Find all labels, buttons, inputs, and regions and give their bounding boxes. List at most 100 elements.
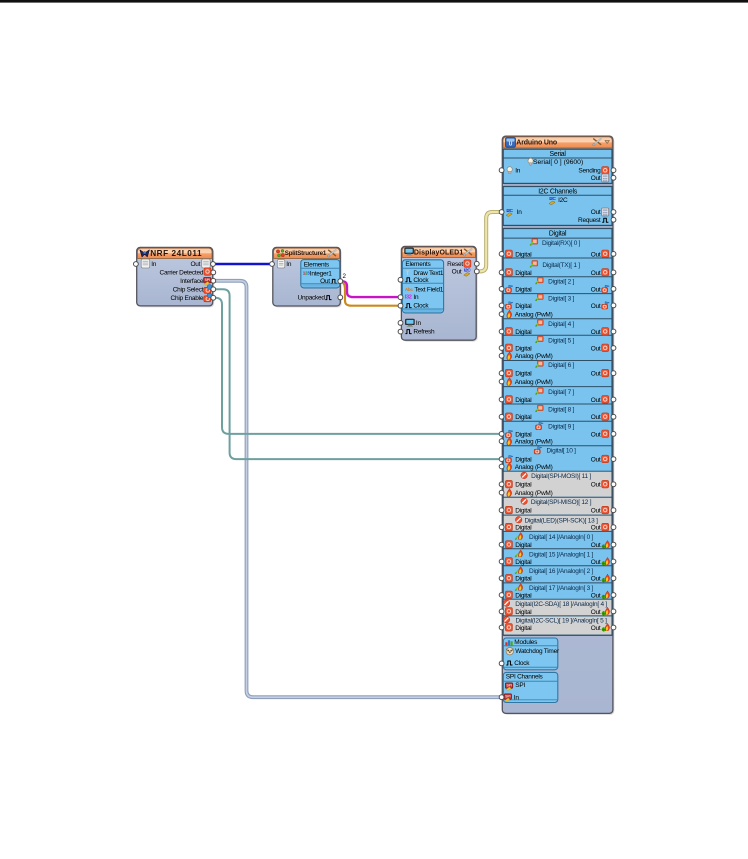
svg-text:Digital(SPI-MISO)[ 12 ]: Digital(SPI-MISO)[ 12 ]: [531, 499, 592, 506]
svg-text:Digital(RX)[ 0 ]: Digital(RX)[ 0 ]: [542, 240, 581, 247]
svg-text:Digital: Digital: [515, 482, 532, 489]
svg-text:Text Field1: Text Field1: [414, 287, 443, 294]
svg-text:Elements: Elements: [304, 262, 330, 269]
svg-text:Out: Out: [591, 431, 601, 438]
svg-text:Digital[ 15 ]/AnalogIn[ 1 ]: Digital[ 15 ]/AnalogIn[ 1 ]: [529, 551, 594, 558]
svg-text:SPI: SPI: [205, 278, 211, 282]
svg-text:Reset: Reset: [447, 261, 463, 268]
svg-text:Out: Out: [591, 175, 601, 182]
svg-text:Out: Out: [190, 261, 200, 268]
svg-text:Analog (PwM): Analog (PwM): [515, 439, 553, 446]
svg-text:Watchdog Timer: Watchdog Timer: [515, 648, 560, 655]
svg-text:Digital(I2C-SCL)[ 19 ]/AnalogI: Digital(I2C-SCL)[ 19 ]/AnalogIn[ 5 ]: [516, 617, 608, 624]
svg-text:Out: Out: [591, 303, 601, 310]
svg-text:Out: Out: [591, 397, 601, 404]
svg-text:Digital: Digital: [515, 542, 532, 549]
svg-text:Out: Out: [591, 625, 601, 632]
svg-text:Abc: Abc: [405, 287, 414, 292]
svg-text:Digital[ 14 ]/AnalogIn[ 0 ]: Digital[ 14 ]/AnalogIn[ 0 ]: [529, 534, 594, 541]
svg-text:T: T: [406, 270, 410, 277]
svg-text:Digital[ 8 ]: Digital[ 8 ]: [548, 407, 574, 414]
svg-text:Digital[ 16 ]/AnalogIn[ 2 ]: Digital[ 16 ]/AnalogIn[ 2 ]: [529, 568, 594, 575]
svg-text:2: 2: [343, 273, 347, 280]
svg-text:In: In: [416, 320, 422, 327]
svg-text:Chip Select: Chip Select: [173, 287, 204, 294]
svg-text:Digital: Digital: [515, 525, 532, 532]
svg-text:Out: Out: [591, 286, 601, 293]
svg-text:Integer1: Integer1: [310, 270, 332, 277]
svg-text:Digital[ 3 ]: Digital[ 3 ]: [548, 295, 574, 302]
svg-text:Elements: Elements: [405, 261, 431, 268]
svg-text:Out: Out: [452, 269, 462, 276]
svg-text:Digital: Digital: [515, 286, 532, 293]
svg-text:Digital: Digital: [515, 576, 532, 583]
svg-text:Analog (PwM): Analog (PwM): [515, 312, 553, 319]
svg-text:Out: Out: [591, 482, 601, 489]
svg-text:Digital(LED)(SPI-SCK)[ 13 ]: Digital(LED)(SPI-SCK)[ 13 ]: [525, 518, 599, 525]
svg-text:In: In: [286, 261, 292, 268]
svg-text:1: 1: [303, 271, 306, 276]
svg-text:Out: Out: [591, 209, 601, 216]
svg-text:Digital: Digital: [515, 508, 532, 515]
svg-text:2: 2: [305, 271, 308, 276]
svg-text:Digital: Digital: [515, 270, 532, 277]
svg-text:Out: Out: [591, 251, 601, 258]
svg-text:I2C: I2C: [506, 208, 513, 214]
svg-text:Analog (PwM): Analog (PwM): [515, 379, 553, 386]
svg-text:Out: Out: [591, 457, 601, 464]
svg-text:Out: Out: [591, 525, 601, 532]
svg-text:Digital: Digital: [515, 303, 532, 310]
svg-text:Digital[ 4 ]: Digital[ 4 ]: [548, 321, 574, 328]
svg-text:In: In: [413, 294, 419, 301]
svg-text:Digital[ 2 ]: Digital[ 2 ]: [548, 279, 574, 286]
svg-text:Digital(I2C-SDA)[ 18 ]/AnalogI: Digital(I2C-SDA)[ 18 ]/AnalogIn[ 4 ]: [515, 601, 607, 608]
svg-text:Digital: Digital: [515, 414, 532, 421]
svg-text:Analog (PwM): Analog (PwM): [515, 464, 553, 471]
svg-text:Digital: Digital: [515, 431, 532, 438]
svg-text:I2C: I2C: [464, 268, 471, 274]
svg-text:NRF 24L011: NRF 24L011: [150, 249, 202, 258]
svg-text:Draw Text1: Draw Text1: [413, 270, 444, 277]
svg-text:Digital: Digital: [515, 251, 532, 258]
svg-text:Carrier Detected: Carrier Detected: [160, 269, 204, 276]
svg-text:Clock: Clock: [514, 660, 530, 667]
svg-text:Digital: Digital: [515, 457, 532, 464]
svg-text:In: In: [517, 209, 523, 216]
svg-text:Analog (PwM): Analog (PwM): [515, 490, 553, 497]
svg-text:Analog (PwM): Analog (PwM): [515, 353, 553, 360]
svg-text:3: 3: [307, 271, 310, 276]
svg-text:I32: I32: [405, 295, 412, 301]
svg-text:Out: Out: [591, 576, 601, 583]
svg-text:Clock: Clock: [413, 277, 429, 284]
svg-text:SPI: SPI: [506, 683, 512, 687]
svg-text:U: U: [509, 141, 513, 147]
svg-text:In: In: [514, 694, 520, 701]
svg-text:Digital[ 10 ]: Digital[ 10 ]: [546, 448, 576, 455]
svg-text:Sending: Sending: [578, 167, 601, 174]
svg-text:Digital(SPI-MOSI)[ 11 ]: Digital(SPI-MOSI)[ 11 ]: [531, 473, 591, 480]
svg-text:Digital[ 17 ]/AnalogIn[ 3 ]: Digital[ 17 ]/AnalogIn[ 3 ]: [529, 585, 594, 592]
svg-text:Interface: Interface: [180, 278, 204, 285]
svg-text:Chip Enable: Chip Enable: [171, 295, 204, 302]
svg-text:Digital: Digital: [515, 371, 532, 378]
svg-text:Out: Out: [591, 542, 601, 549]
svg-text:SPI: SPI: [515, 682, 525, 689]
svg-text:Out: Out: [591, 414, 601, 421]
svg-text:Out: Out: [591, 329, 601, 336]
svg-text:Unpacked: Unpacked: [298, 294, 326, 301]
svg-text:Refresh: Refresh: [413, 329, 435, 336]
svg-text:Out: Out: [320, 278, 330, 285]
svg-text:SPI Channels: SPI Channels: [506, 674, 544, 681]
svg-text:DisplayOLED1: DisplayOLED1: [414, 249, 463, 256]
svg-text:Digital: Digital: [515, 592, 532, 599]
svg-text:Digital: Digital: [515, 329, 532, 336]
svg-text:Modules: Modules: [514, 639, 538, 646]
svg-text:Digital[ 7 ]: Digital[ 7 ]: [548, 389, 574, 396]
svg-text:Serial: Serial: [550, 151, 567, 158]
svg-text:Digital: Digital: [515, 559, 532, 566]
svg-text:Out: Out: [591, 345, 601, 352]
svg-text:SPI: SPI: [505, 694, 511, 698]
svg-text:Digital: Digital: [549, 231, 567, 238]
svg-text:Out: Out: [591, 592, 601, 599]
svg-text:In: In: [515, 167, 521, 174]
